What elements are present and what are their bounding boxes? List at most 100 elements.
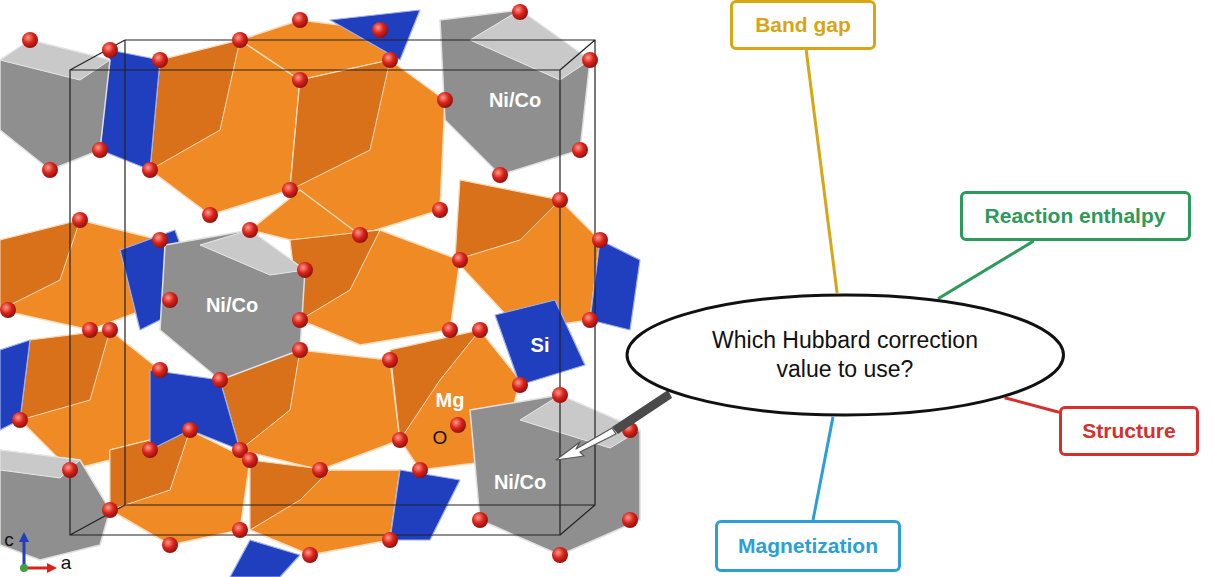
site-label: Ni/Co [489, 89, 541, 111]
structure-part [102, 42, 118, 58]
structure-part [612, 390, 672, 434]
site-label: Ni/Co [494, 471, 546, 493]
structure-part [552, 387, 568, 403]
question-ellipse: Which Hubbard correction value to use? [625, 293, 1066, 417]
structure-part [582, 312, 598, 328]
property-box: Structure [1059, 406, 1199, 456]
structure-part [110, 430, 190, 510]
structure-part [552, 547, 568, 563]
structure-part [292, 312, 308, 328]
property-box: Magnetization [715, 520, 901, 572]
structure-part [0, 40, 110, 80]
structure-part [102, 502, 118, 518]
structure-part [82, 322, 98, 338]
structure-part [0, 340, 30, 430]
structure-part [160, 230, 305, 380]
structure-part [437, 92, 453, 108]
structure-part [20, 564, 28, 572]
structure-part [162, 537, 178, 553]
structure-part [512, 4, 528, 20]
structure-part [290, 60, 390, 190]
structure-part [592, 232, 608, 248]
structure-part [622, 512, 638, 528]
structure-part [556, 428, 616, 460]
orange-octahedra [0, 20, 600, 555]
ellipse-outline [625, 293, 1066, 417]
structure-part [20, 330, 110, 420]
structure-part [590, 240, 640, 330]
blue-tetrahedra [0, 10, 640, 577]
structure-part [42, 162, 58, 178]
structure-part [572, 142, 588, 158]
structure-part [0, 40, 110, 170]
structure-part [282, 182, 298, 198]
grey-octahedra [0, 10, 640, 560]
structure-part [19, 532, 29, 542]
structure-part [250, 460, 330, 530]
connector-line [938, 241, 1034, 299]
connector-line [1005, 398, 1059, 413]
structure-part [495, 300, 585, 385]
structure-part [250, 190, 360, 240]
structure-part [292, 342, 308, 358]
property-box: Reaction enthalpy [960, 191, 1191, 241]
property-label: Band gap [755, 12, 851, 37]
structure-part [372, 22, 388, 38]
structure-part [152, 362, 168, 378]
ellipse-shape [627, 295, 1064, 415]
structure-part [72, 212, 88, 228]
structure-part [392, 432, 408, 448]
grey-light-faces [0, 10, 640, 478]
structure-part [92, 142, 108, 158]
site-label: Ni/Co [206, 294, 258, 316]
axis-triad [19, 532, 57, 573]
structure-part [0, 450, 110, 560]
structure-part [242, 222, 258, 238]
axis-label: a [61, 553, 72, 574]
property-label: Structure [1082, 418, 1175, 443]
structure-part [150, 40, 300, 215]
structure-part [150, 370, 240, 450]
structure-part [292, 12, 308, 28]
structure-part [0, 220, 80, 310]
structure-part [442, 322, 458, 338]
structure-part [23, 540, 26, 568]
structure-part [232, 32, 248, 48]
unit-cell [70, 40, 595, 535]
structure-part [47, 563, 57, 573]
structure-part [212, 372, 228, 388]
structure-part [472, 512, 488, 528]
structure-part [382, 532, 398, 548]
structure-part [182, 422, 198, 438]
atom-label: Mg [436, 389, 465, 411]
structure-part [412, 462, 428, 478]
callout-pointer [556, 390, 672, 460]
atom-label: O [433, 428, 448, 449]
property-label: Reaction enthalpy [985, 203, 1166, 228]
structure-part [432, 202, 448, 218]
structure-part [450, 417, 466, 433]
axis-label: c [4, 530, 14, 551]
structure-part [162, 292, 178, 308]
atom-label: Si [531, 334, 550, 356]
structure-part [230, 540, 300, 577]
structure-part [250, 460, 400, 555]
structure-part [452, 252, 468, 268]
structure-part [290, 230, 380, 320]
structure-part [297, 262, 313, 278]
structure-part [470, 395, 640, 555]
structure-part [202, 207, 218, 223]
structure-part [102, 322, 118, 338]
structure-part [512, 377, 528, 393]
oxygen-spheres [0, 4, 638, 563]
structure-part [110, 430, 250, 545]
structure-part [382, 352, 398, 368]
structure-part [382, 52, 398, 68]
structure-part [150, 40, 240, 170]
question-text: Which Hubbard correction value to use? [700, 326, 990, 384]
structure-part [302, 547, 318, 563]
structure-part [0, 302, 16, 318]
